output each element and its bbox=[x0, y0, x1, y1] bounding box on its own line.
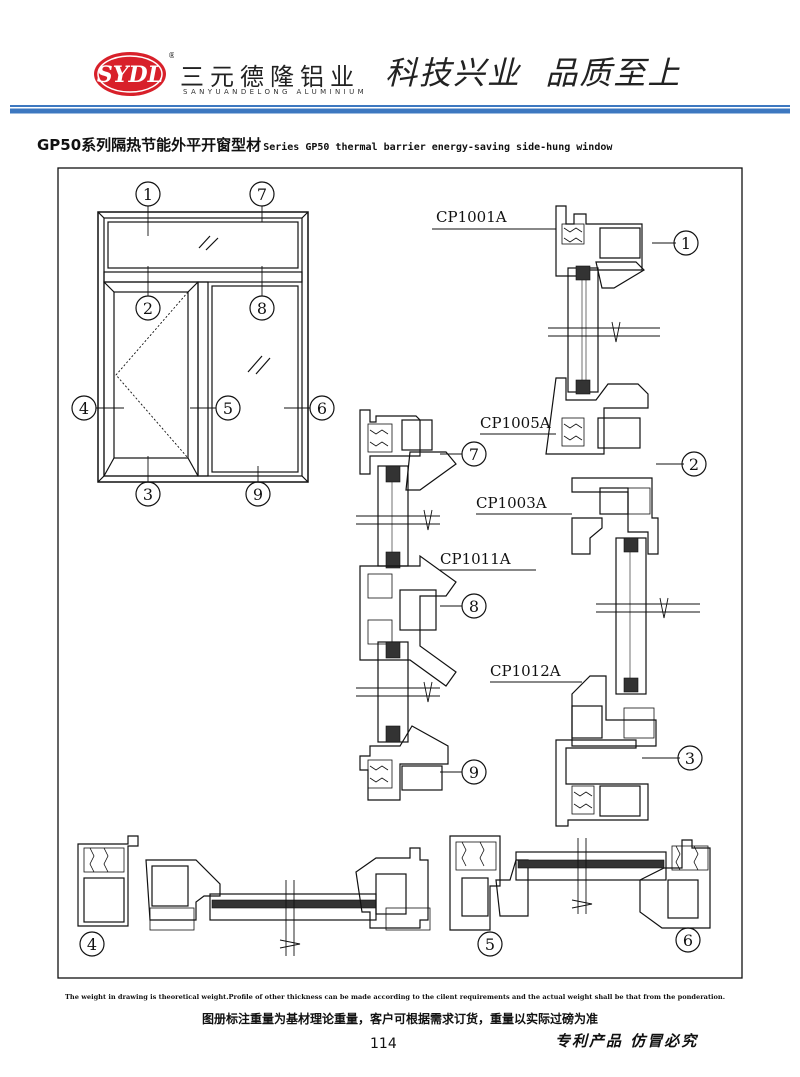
svg-text:®: ® bbox=[168, 51, 174, 60]
window-elevation bbox=[97, 211, 309, 483]
svg-text:5: 5 bbox=[223, 399, 233, 418]
section-marker-8: 8 bbox=[461, 593, 487, 619]
svg-text:9: 9 bbox=[469, 763, 479, 782]
logo-mark-text: SYDL bbox=[97, 62, 163, 88]
section-marker-9: 9 bbox=[461, 759, 487, 785]
svg-text:2: 2 bbox=[143, 299, 153, 318]
marker-8: 8 bbox=[249, 295, 275, 321]
footnote-cn: 图册标注重量为基材理论重量，客户可根据需求订货，重量以实际过磅为准 bbox=[201, 1012, 598, 1026]
svg-text:1: 1 bbox=[681, 234, 691, 253]
patent-notice: 专利产品 仿冒必究 bbox=[555, 1032, 699, 1050]
marker-9: 9 bbox=[245, 481, 271, 507]
section-marker-5: 5 bbox=[477, 931, 503, 957]
slogan: 科技兴业 品质至上 bbox=[385, 54, 682, 92]
svg-text:8: 8 bbox=[469, 597, 479, 616]
section-marker-6: 6 bbox=[675, 927, 701, 953]
elevation-leaders bbox=[96, 206, 310, 482]
company-logo: SYDL ® bbox=[92, 46, 176, 102]
drawing-border bbox=[57, 167, 743, 979]
gasket-block bbox=[575, 379, 591, 395]
svg-text:6: 6 bbox=[683, 931, 693, 950]
label-cp1001a: CP1001A bbox=[436, 208, 507, 226]
svg-text:4: 4 bbox=[79, 399, 89, 418]
header-rule bbox=[10, 105, 790, 114]
section-marker-4: 4 bbox=[79, 931, 105, 957]
section-marker-2: 2 bbox=[681, 451, 707, 477]
label-cp1003a: CP1003A bbox=[476, 494, 547, 512]
marker-5: 5 bbox=[215, 395, 241, 421]
profile-labels: CP1001A CP1005A CP1003A CP1011A CP1012A bbox=[436, 208, 561, 680]
svg-text:1: 1 bbox=[143, 185, 153, 204]
marker-4: 4 bbox=[71, 395, 97, 421]
svg-text:7: 7 bbox=[257, 185, 267, 204]
marker-2: 2 bbox=[135, 295, 161, 321]
marker-3: 3 bbox=[135, 481, 161, 507]
svg-text:7: 7 bbox=[469, 445, 479, 464]
label-cp1012a: CP1012A bbox=[490, 662, 561, 680]
footnote-en: The weight in drawing is theoretical wei… bbox=[65, 993, 725, 1001]
svg-text:6: 6 bbox=[317, 399, 327, 418]
section-marker-1: 1 bbox=[673, 230, 699, 256]
marker-6: 6 bbox=[309, 395, 335, 421]
company-name: 三元德隆铝业 bbox=[180, 63, 360, 91]
svg-text:2: 2 bbox=[689, 455, 699, 474]
section-bottom bbox=[77, 835, 711, 956]
svg-text:5: 5 bbox=[485, 935, 495, 954]
section-middle bbox=[356, 409, 457, 801]
title-en: Series GP50 thermal barrier energy-savin… bbox=[263, 142, 613, 153]
label-cp1011a: CP1011A bbox=[440, 550, 511, 568]
section-marker-7: 7 bbox=[461, 441, 487, 467]
page-number: 114 bbox=[370, 1036, 397, 1052]
section-markers: 1 2 3 7 8 9 4 5 6 bbox=[79, 230, 707, 957]
gasket-block bbox=[575, 265, 591, 281]
title-cn: GP50系列隔热节能外平开窗型材 bbox=[37, 136, 262, 154]
svg-text:3: 3 bbox=[685, 749, 695, 768]
elevation-markers: 1 7 2 8 4 5 6 3 9 bbox=[71, 181, 335, 507]
svg-text:3: 3 bbox=[143, 485, 153, 504]
section-right bbox=[545, 205, 700, 827]
section-marker-3: 3 bbox=[677, 745, 703, 771]
label-cp1005a: CP1005A bbox=[480, 414, 551, 432]
profile-leaders bbox=[432, 228, 684, 773]
company-name-en: SANYUANDELONG ALUMINIUM bbox=[183, 88, 368, 96]
svg-text:8: 8 bbox=[257, 299, 267, 318]
svg-text:4: 4 bbox=[87, 935, 97, 954]
marker-7: 7 bbox=[249, 181, 275, 207]
svg-text:9: 9 bbox=[253, 485, 263, 504]
logo-emblem-icon: SYDL ® bbox=[94, 51, 176, 96]
marker-1: 1 bbox=[135, 181, 161, 207]
